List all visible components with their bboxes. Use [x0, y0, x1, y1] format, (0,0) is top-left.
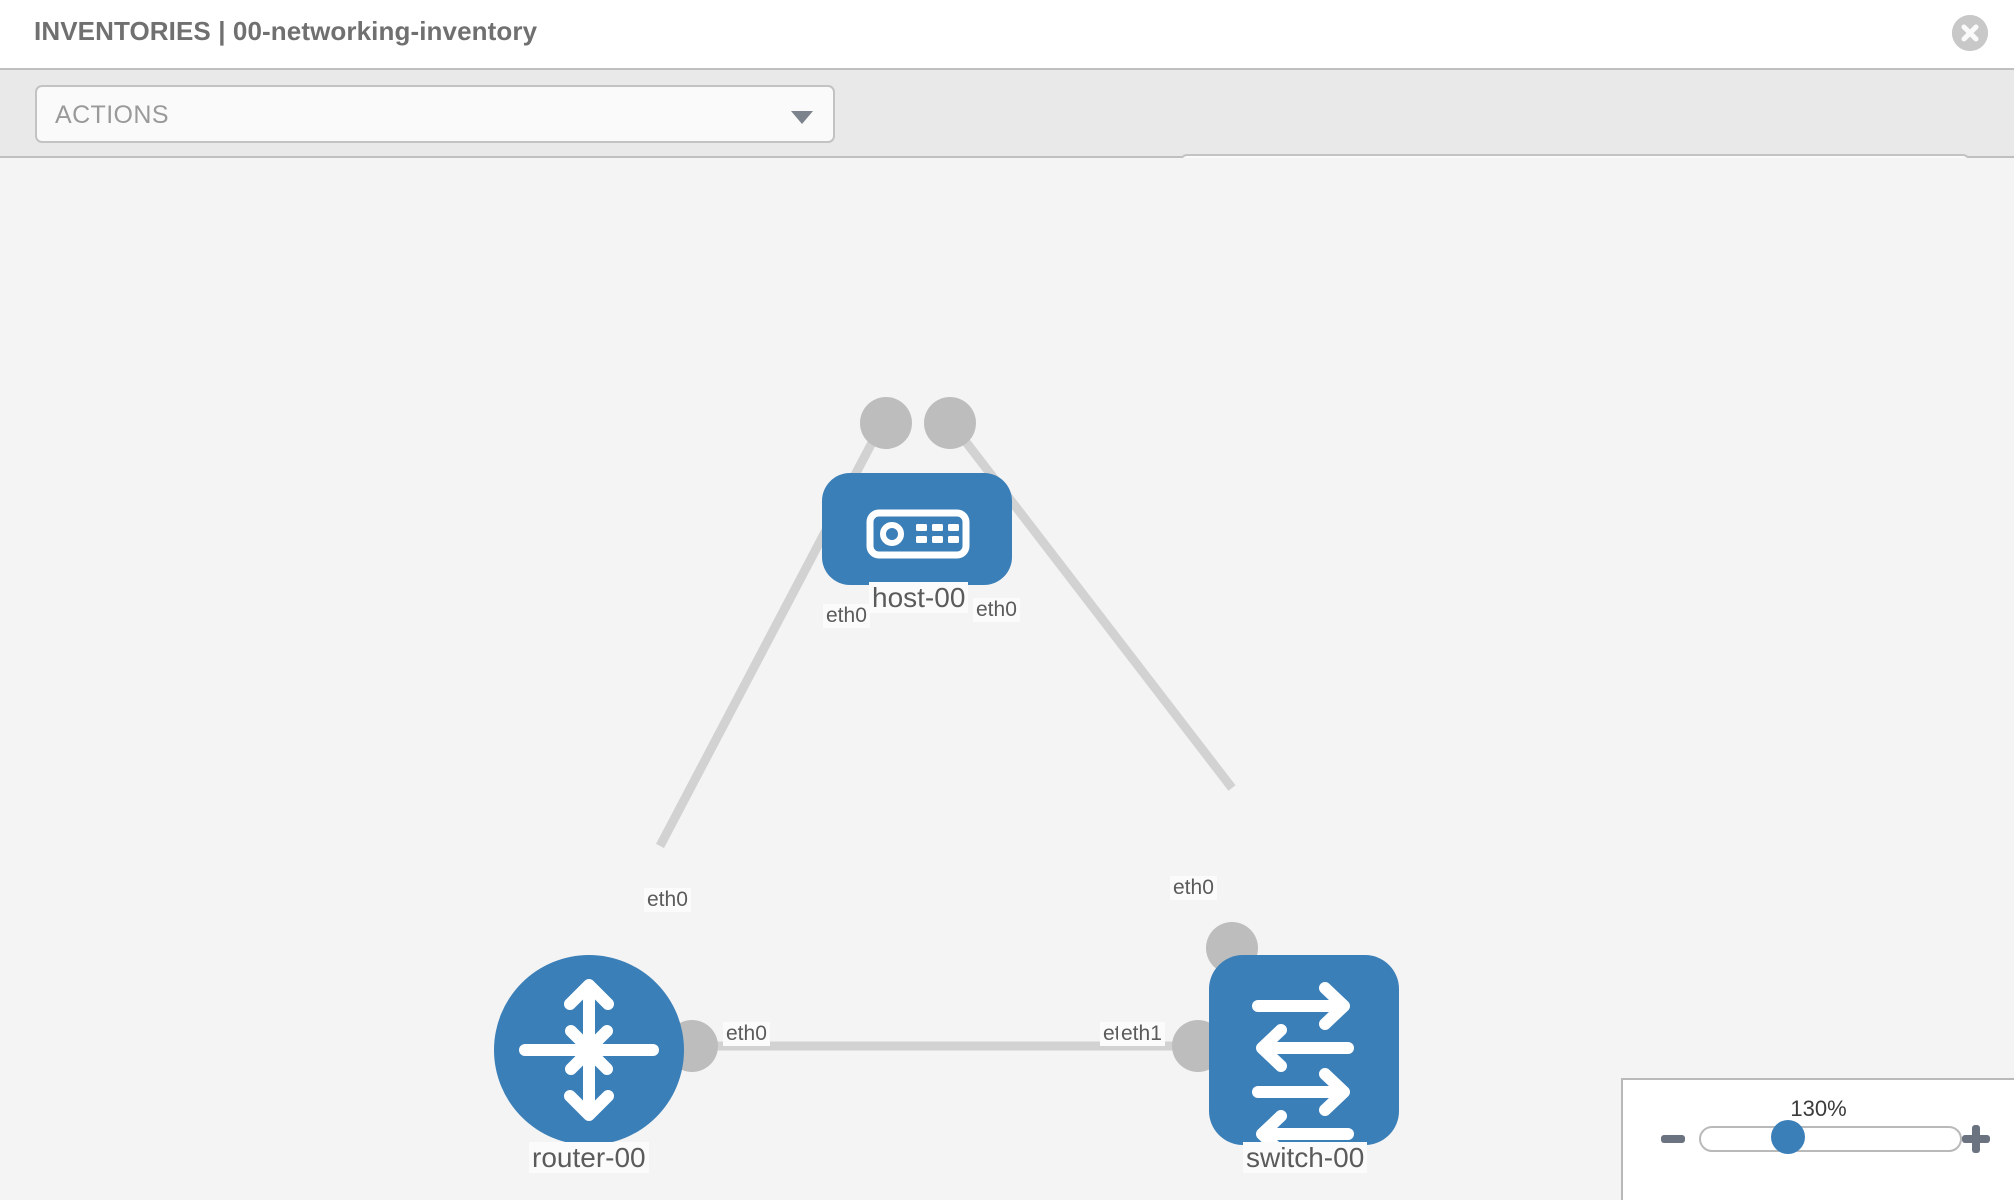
page-title: INVENTORIES | 00-networking-inventory [34, 16, 538, 46]
toolbar: ACTIONS SEARCH [0, 68, 2014, 212]
interface-label: eth0 [973, 598, 1020, 623]
plus-icon[interactable] [1962, 1125, 1990, 1153]
node-label-host-00: host-00 [869, 582, 969, 614]
node-label-router-00: router-00 [529, 1142, 649, 1174]
router-arrows-icon [519, 979, 659, 1121]
zoom-slider[interactable] [1699, 1126, 1962, 1152]
topology-canvas[interactable]: eth0 eth0 eth0 eth0 eth0 eth0 eth1 host-… [0, 158, 2014, 1200]
interface-label: eth0 [723, 1022, 770, 1047]
port-host00-left [860, 397, 912, 449]
interface-label: eth1 [1118, 1022, 1165, 1047]
topology-graph [494, 397, 1399, 1158]
interface-label: eth0 [823, 604, 870, 629]
interface-label: eth0 [644, 888, 691, 913]
interface-label: eth0 [1170, 876, 1217, 901]
zoom-level-value: 130% [1790, 1096, 1847, 1121]
actions-dropdown-label: ACTIONS [55, 101, 169, 129]
zoom-slider-thumb[interactable] [1771, 1120, 1805, 1154]
actions-dropdown[interactable]: ACTIONS [35, 85, 835, 143]
server-icon [866, 509, 970, 559]
chevron-down-icon [791, 111, 813, 124]
page-header: INVENTORIES | 00-networking-inventory [0, 0, 2014, 68]
node-host-00 [822, 473, 1012, 585]
node-label-switch-00: switch-00 [1243, 1142, 1368, 1174]
close-icon[interactable] [1952, 15, 1988, 51]
node-switch-00 [1209, 955, 1399, 1158]
zoom-control-panel: 130% [1621, 1078, 2014, 1200]
node-router-00 [494, 955, 684, 1145]
minus-icon[interactable] [1661, 1135, 1685, 1143]
port-host00-right [924, 397, 976, 449]
